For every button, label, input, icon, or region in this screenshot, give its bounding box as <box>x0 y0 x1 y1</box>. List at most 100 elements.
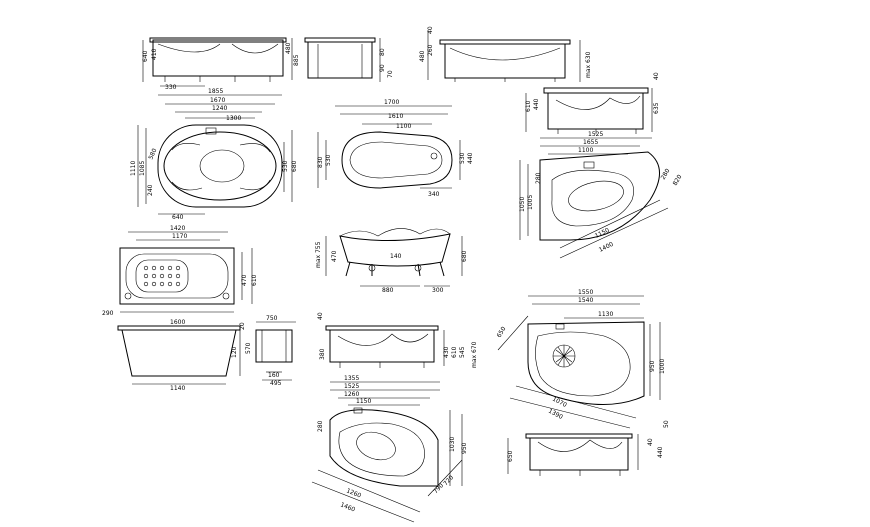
dim-label: 650 <box>496 325 508 339</box>
elevation-view-2: 885 480 80 70 90 <box>285 37 394 82</box>
dim-label: 1610 <box>388 113 403 120</box>
dim-label: 1150 <box>356 398 371 405</box>
dim-label: 610 <box>251 274 258 286</box>
dim-label: 1050 <box>519 197 526 212</box>
dim-label: 380 <box>319 348 326 360</box>
dim-label: 1855 <box>208 88 223 95</box>
dim-label: 240 <box>147 184 154 196</box>
dim-label: 610 <box>451 346 458 358</box>
dim-label: 280 <box>317 420 324 432</box>
dim-label: 570 <box>245 342 252 354</box>
dim-label: 580 <box>147 147 158 160</box>
dim-label: 440 <box>467 152 474 164</box>
dim-label: 545 <box>459 346 466 358</box>
dim-label: 290 <box>102 310 114 317</box>
dim-label: 1420 <box>170 225 185 232</box>
dim-label: max 755 <box>315 241 322 268</box>
dim-label: 1170 <box>172 233 187 240</box>
elevation-view-3: 40 260 480 max 630 <box>419 26 592 82</box>
dim-label: 1600 <box>170 319 185 326</box>
dim-label: 640 <box>142 50 149 62</box>
dim-label: 1260 <box>345 487 362 499</box>
dim-label: 680 <box>291 160 298 172</box>
dim-label: 410 <box>151 48 158 60</box>
corner-plan-2: 1355 1525 1260 1150 280 1030 950 1260 14… <box>311 375 468 523</box>
dim-label: 480 <box>419 50 426 62</box>
dim-label: 820 <box>672 173 684 187</box>
corner-elevation-3: 650 40 440 <box>507 433 664 476</box>
dim-label: 70 <box>387 70 394 78</box>
dim-label: 635 <box>653 102 660 114</box>
dim-label: 1300 <box>226 115 241 122</box>
dim-label: 300 <box>432 287 444 294</box>
dim-label: 680 <box>461 250 468 262</box>
elevation-view-1: 640 410 330 <box>142 37 287 91</box>
dim-label: 1005 <box>527 195 534 210</box>
dim-label: 1355 <box>344 375 359 382</box>
dim-label: 1150 <box>594 227 611 240</box>
dim-label: 950 <box>461 442 468 454</box>
dim-label: 1460 <box>339 501 356 513</box>
plan-view-slipper: 1700 1610 1100 830 530 530 440 340 <box>317 99 474 198</box>
dim-label: 530 <box>282 160 289 172</box>
dim-label: 1130 <box>598 311 613 318</box>
dim-label: 1110 <box>130 161 137 176</box>
dim-label: 40 <box>647 438 654 446</box>
dim-label: 1000 <box>659 359 666 374</box>
dim-label: 260 <box>427 44 434 56</box>
dim-label: 530 <box>325 154 332 166</box>
dim-label: 440 <box>657 446 664 458</box>
dim-label: 90 <box>379 64 386 72</box>
dim-label: 880 <box>382 287 394 294</box>
dim-label: 1655 <box>583 139 598 146</box>
dim-label: 1525 <box>588 131 603 138</box>
dim-label: 470 <box>241 274 248 286</box>
dim-label: 1260 <box>344 391 359 398</box>
dim-label: max 670 <box>471 341 478 368</box>
corner-elevation-1: 610 440 40 635 <box>525 72 660 134</box>
dim-label: 610 <box>525 100 532 112</box>
dim-label: 340 <box>428 191 440 198</box>
plan-view-oval-1: 1855 1670 1240 1300 1110 1085 580 240 68… <box>130 88 298 221</box>
dim-label: 430 <box>443 346 450 358</box>
clawfoot-elevation: max 755 470 140 680 880 300 <box>315 228 468 294</box>
dim-label: 885 <box>293 54 300 66</box>
corner-plan-1: 1525 1655 1100 1050 1005 280 1150 1400 2… <box>519 131 684 259</box>
dim-label: 480 <box>285 42 292 54</box>
corner-elevation-2: 380 40 430 610 545 max 670 <box>317 312 478 368</box>
corner-plan-3: 1550 1540 1130 950 1000 650 1070 1390 50 <box>496 289 670 429</box>
dim-label: 40 <box>427 26 434 34</box>
dim-label: 1670 <box>210 97 225 104</box>
dim-label: 40 <box>317 312 324 320</box>
dim-label: 80 <box>379 48 386 56</box>
dim-label: 640 <box>172 214 184 221</box>
dim-label: 1100 <box>396 123 411 130</box>
dim-label: 720 <box>442 474 455 487</box>
elevation-rectangular: 1140 20 120 750 570 160 495 <box>117 315 296 392</box>
dim-label: 1240 <box>212 105 227 112</box>
dim-label: 495 <box>270 380 282 387</box>
dim-label: 120 <box>231 346 238 358</box>
dim-label: 1390 <box>547 408 564 421</box>
massage-jets <box>143 265 181 287</box>
dim-label: 1540 <box>578 297 593 304</box>
dim-label: 330 <box>165 84 177 91</box>
dim-label: 20 <box>239 322 246 330</box>
dim-label: 950 <box>649 360 656 372</box>
drain-grille <box>552 344 576 368</box>
dim-label: 140 <box>390 253 402 260</box>
dim-label: 1400 <box>598 241 615 254</box>
dim-label: 650 <box>507 450 514 462</box>
dim-label: 280 <box>660 167 672 181</box>
dim-label: 1070 <box>551 396 568 409</box>
dim-label: 530 <box>459 152 466 164</box>
dim-label: 830 <box>317 156 324 168</box>
dim-label: 40 <box>653 72 660 80</box>
dim-label: 1700 <box>384 99 399 106</box>
dim-label: max 630 <box>585 51 592 78</box>
dim-label: 1525 <box>344 383 359 390</box>
dim-label: 1550 <box>578 289 593 296</box>
dim-label: 50 <box>663 420 670 428</box>
dim-label: 280 <box>535 172 542 184</box>
